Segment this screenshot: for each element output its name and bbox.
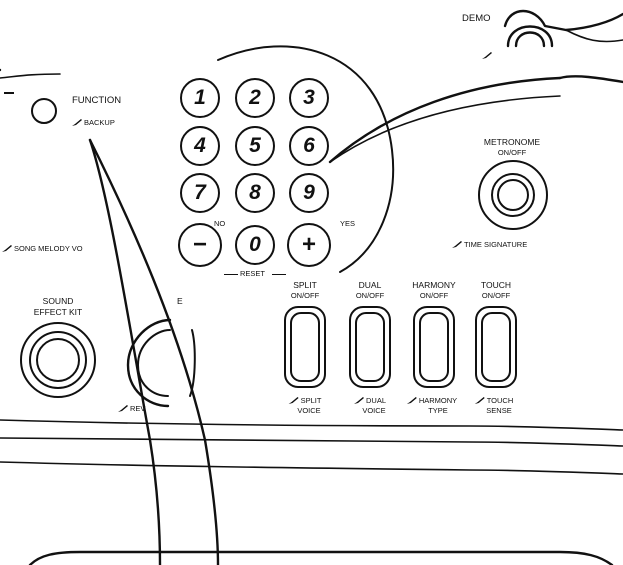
split-shift-label-2: VOICE <box>297 406 321 415</box>
time-signature-text: TIME SIGNATURE <box>464 240 528 249</box>
song-melody-pen-icon <box>2 245 12 252</box>
touch-shift-text: TOUCH <box>486 396 514 405</box>
backup-text: BACKUP <box>84 118 115 127</box>
yes-label: YES <box>340 219 356 228</box>
function-tick-mark <box>4 92 14 94</box>
harmony-label: HARMONY <box>412 280 456 290</box>
keypad-1-button[interactable]: 1 <box>180 78 220 118</box>
keypad-7-button[interactable]: 7 <box>180 173 220 213</box>
backup-pen-icon <box>72 119 82 126</box>
keypad-0-button[interactable]: 0 <box>235 225 275 265</box>
sound-effect-knob-inner-ring <box>29 331 87 389</box>
dual-shift-label-1: DUAL <box>353 396 387 405</box>
reset-label: RESET <box>240 269 266 278</box>
reset-rule-left <box>224 274 238 275</box>
reverb-text: REV <box>130 404 146 413</box>
keypad-2-button[interactable]: 2 <box>235 78 275 118</box>
metronome-label: METRONOME <box>483 137 541 147</box>
harmony-button-inner <box>419 312 449 382</box>
time-signature-label: TIME SIGNATURE <box>452 241 527 249</box>
touch-shift-label-1: TOUCH <box>474 396 514 405</box>
touch-shift-label-2: SENSE <box>486 406 512 415</box>
split-onoff-label: ON/OFF <box>290 291 320 300</box>
keypad-3-button[interactable]: 3 <box>289 78 329 118</box>
keypad-minus-button[interactable]: − <box>178 223 222 267</box>
sound-effect-label-1: SOUND <box>42 296 74 306</box>
harmony-shift-label-1: HARMONY <box>406 396 458 405</box>
split-button-inner <box>290 312 320 382</box>
reverb-top-label: E <box>177 296 183 306</box>
split-pen-icon <box>288 397 299 404</box>
split-label: SPLIT <box>293 280 317 290</box>
harmony-shift-text: HARMONY <box>418 396 458 405</box>
reverb-label: REV <box>118 405 145 413</box>
metronome-knob-ring <box>491 173 535 217</box>
keypad-5-button[interactable]: 5 <box>235 126 275 166</box>
touch-label: TOUCH <box>480 280 512 290</box>
harmony-onoff-label: ON/OFF <box>419 291 449 300</box>
split-shift-text: SPLIT <box>300 396 322 405</box>
dual-button-inner <box>355 312 385 382</box>
touch-onoff-label: ON/OFF <box>481 291 511 300</box>
metronome-onoff-label: ON/OFF <box>497 148 527 157</box>
touch-button[interactable] <box>475 306 517 388</box>
time-signature-pen-icon <box>452 241 462 248</box>
no-label: NO <box>214 219 226 228</box>
harmony-button[interactable] <box>413 306 455 388</box>
dual-label: DUAL <box>358 280 382 290</box>
split-button[interactable] <box>284 306 326 388</box>
dual-onoff-label: ON/OFF <box>355 291 385 300</box>
metronome-knob[interactable] <box>478 160 548 230</box>
touch-button-inner <box>481 312 511 382</box>
dual-shift-text: DUAL <box>365 396 387 405</box>
reverb-pen-icon <box>118 405 128 412</box>
keypad-4-button[interactable]: 4 <box>180 126 220 166</box>
demo-shift-pen-icon <box>482 45 494 63</box>
sound-effect-knob-core <box>36 338 80 382</box>
song-melody-voice-label: SONG MELODY VO <box>2 245 83 253</box>
song-melody-text: SONG MELODY VO <box>14 244 83 253</box>
dual-button[interactable] <box>349 306 391 388</box>
function-label: FUNCTION <box>72 95 122 106</box>
harmony-pen-icon <box>406 397 417 404</box>
backup-label: BACKUP <box>72 119 115 127</box>
demo-label: DEMO <box>462 13 491 24</box>
keypad-8-button[interactable]: 8 <box>235 173 275 213</box>
reset-rule-right <box>272 274 286 275</box>
touch-pen-icon <box>474 397 485 404</box>
split-shift-label-1: SPLIT <box>288 396 322 405</box>
sound-effect-kit-knob[interactable] <box>20 322 96 398</box>
dual-pen-icon <box>353 397 364 404</box>
dual-shift-label-2: VOICE <box>362 406 386 415</box>
metronome-knob-core <box>497 179 529 211</box>
sound-effect-label-2: EFFECT KIT <box>33 307 83 317</box>
harmony-shift-label-2: TYPE <box>428 406 448 415</box>
function-button[interactable] <box>31 98 57 124</box>
keypad-plus-button[interactable]: + <box>287 223 331 267</box>
keypad-9-button[interactable]: 9 <box>289 173 329 213</box>
keypad-6-button[interactable]: 6 <box>289 126 329 166</box>
